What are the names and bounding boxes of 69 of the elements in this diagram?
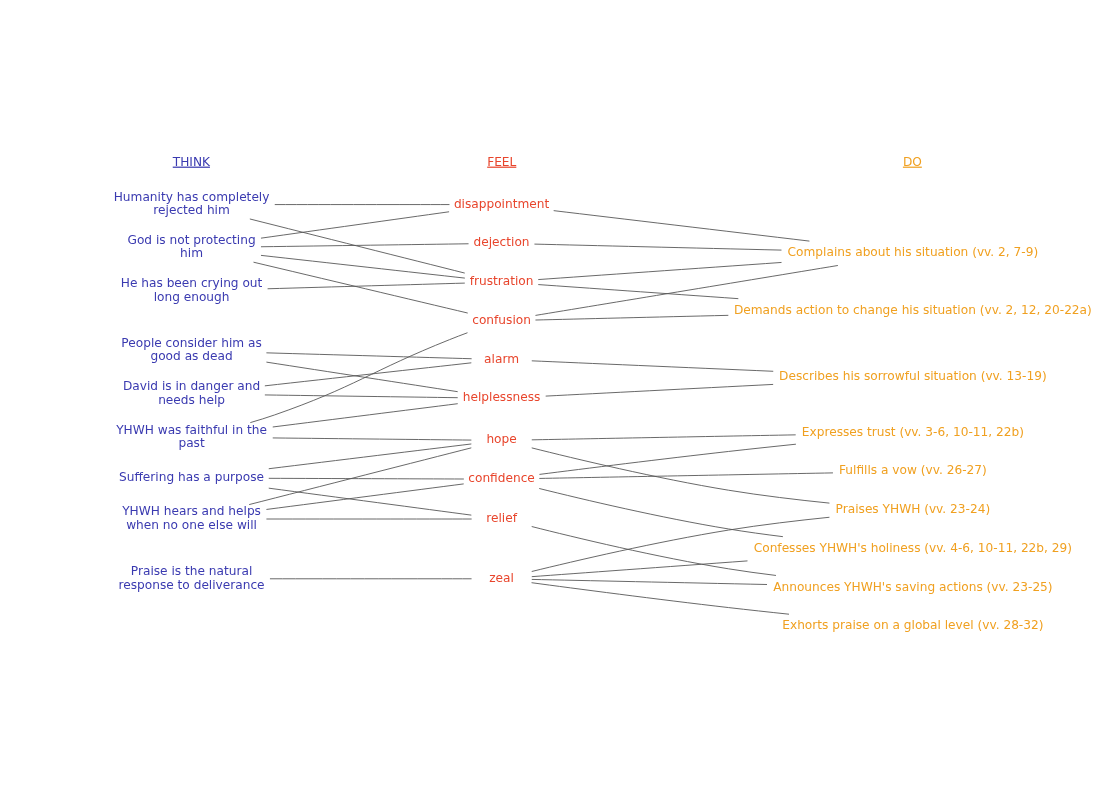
node-text: confidence	[468, 471, 535, 486]
node-text: zeal	[489, 570, 514, 585]
node-text: Praises YHWH (vv. 23-24)	[835, 502, 991, 517]
connector	[268, 443, 472, 470]
node-text: disappointment	[453, 196, 550, 211]
node-text: helplessness	[462, 390, 541, 405]
connector	[531, 582, 790, 615]
node-text: hope	[486, 432, 517, 447]
connector	[249, 332, 468, 424]
connector	[249, 218, 466, 274]
connector	[535, 314, 729, 321]
node-text: Praise is the natural response to deliverance	[118, 564, 265, 592]
connector	[260, 254, 466, 279]
node-text: People consider him as good as dead	[121, 336, 262, 364]
connector	[537, 262, 782, 280]
node-text: YHWH hears and helps when no one else will	[122, 504, 261, 532]
connector	[537, 284, 739, 300]
node-text: confusion	[472, 312, 531, 327]
connector	[538, 488, 784, 538]
node-text: Announces YHWH's saving actions (vv. 23-25)	[773, 579, 1053, 594]
connector	[534, 243, 782, 251]
node-text: YHWH was faithful in the past	[116, 422, 268, 450]
label: FEEL	[487, 154, 517, 169]
node-text: alarm	[484, 351, 520, 366]
connector	[553, 210, 810, 242]
connector	[265, 361, 459, 393]
label: DO	[902, 154, 922, 169]
node-text: relief	[486, 511, 517, 526]
node-text: Fulfills a vow (vv. 26-27)	[839, 463, 987, 478]
connector	[268, 487, 472, 516]
connector	[538, 472, 834, 479]
node-text: God is not protecting him	[127, 233, 256, 261]
connector	[272, 403, 459, 428]
node-text: frustration	[469, 274, 534, 289]
connector	[260, 243, 469, 248]
connector	[264, 362, 472, 387]
node-text: Demands action to change his situation (vv. 2, 12, 20-22a)	[733, 302, 1092, 317]
connector	[531, 447, 830, 504]
connector	[531, 560, 748, 578]
connector	[545, 383, 774, 397]
connector	[531, 434, 797, 441]
connector	[265, 352, 473, 360]
connector	[531, 578, 768, 585]
connector	[535, 265, 839, 316]
node-text: Confesses YHWH's holiness (vv. 4-6, 10-11, 22b, 29)	[753, 540, 1073, 555]
connector	[531, 516, 830, 572]
label: THINK	[172, 154, 210, 169]
connector	[265, 483, 465, 510]
connector	[531, 526, 777, 576]
connector	[272, 437, 472, 441]
node-text: Complains about his situation (vv. 2, 7-9)	[787, 245, 1039, 260]
connector	[248, 447, 472, 506]
connector	[267, 282, 466, 290]
connector	[260, 211, 450, 239]
connector	[268, 477, 465, 480]
node-text: Humanity has completely rejected him	[113, 190, 270, 218]
node-text: Expresses trust (vv. 3-6, 10-11, 22b)	[801, 424, 1024, 439]
node-text: Suffering has a purpose	[119, 470, 265, 485]
connector	[264, 394, 459, 399]
node-text: Describes his sorrowful situation (vv. 13-19)	[779, 369, 1047, 384]
node-text: dejection	[473, 235, 530, 250]
connector	[269, 578, 472, 580]
connector	[253, 261, 469, 314]
connector	[274, 204, 450, 205]
connector	[539, 443, 797, 475]
node-text: Exhorts praise on a global level (vv. 28-32)	[782, 618, 1044, 633]
node-text: David is in danger and needs help	[122, 379, 261, 407]
node-text: He has been crying out long enough	[120, 276, 263, 304]
connector	[531, 360, 774, 372]
